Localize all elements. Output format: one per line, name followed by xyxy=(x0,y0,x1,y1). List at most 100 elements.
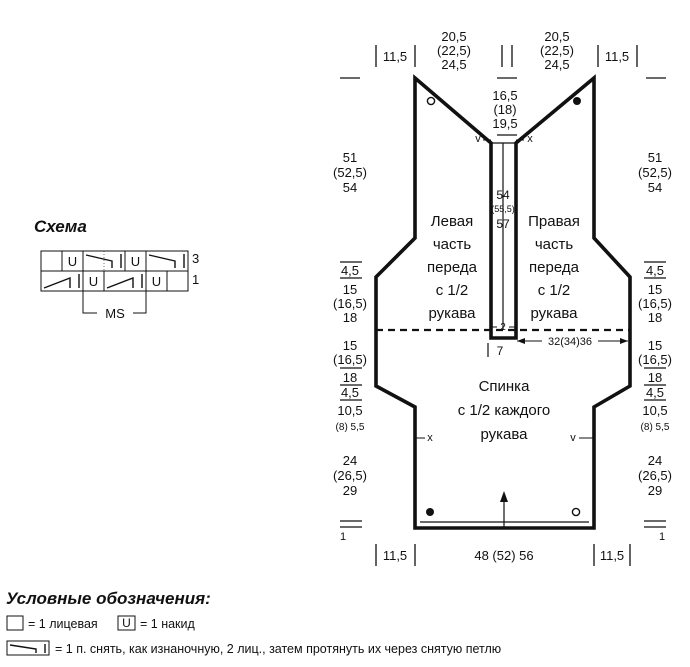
svg-text:Правая: Правая xyxy=(528,213,580,230)
svg-text:29: 29 xyxy=(343,483,357,498)
top-left-edge-label: 11,5 xyxy=(383,49,407,64)
sk2p-symbols-bottom xyxy=(43,274,143,289)
garment-outline xyxy=(374,74,632,530)
sk2p-symbols-top xyxy=(85,254,185,268)
marker-x-bottom: x xyxy=(427,432,433,444)
svg-text:часть: часть xyxy=(433,236,472,253)
shoulder-left-label-1: 20,5 xyxy=(441,29,466,44)
svg-text:29: 29 xyxy=(648,483,662,498)
scheme-row-top xyxy=(61,250,189,272)
svg-text:с 1/2: с 1/2 xyxy=(538,282,571,299)
svg-text:рукава: рукава xyxy=(480,426,528,443)
svg-text:1: 1 xyxy=(659,531,665,543)
shoulder-right-label-1: 20,5 xyxy=(544,29,569,44)
svg-text:(52,5): (52,5) xyxy=(638,165,672,180)
shoulder-left-label-2: (22,5) xyxy=(437,43,471,58)
band-height-label-1: 54 xyxy=(496,188,510,202)
neck-label-1: 16,5 xyxy=(492,88,517,103)
band-height-label-3: 57 xyxy=(496,217,510,231)
svg-text:U: U xyxy=(152,274,161,289)
svg-text:15: 15 xyxy=(343,338,357,353)
svg-text:Спинка: Спинка xyxy=(479,378,531,395)
svg-text:(16,5): (16,5) xyxy=(638,296,672,311)
svg-text:U: U xyxy=(89,274,98,289)
svg-text:(16,5): (16,5) xyxy=(333,296,367,311)
svg-text:4,5: 4,5 xyxy=(646,263,664,278)
svg-text:рукава: рукава xyxy=(530,305,578,322)
band-width-top-label: 2 xyxy=(500,322,506,333)
knit-stitch-icon xyxy=(6,615,24,631)
svg-text:4,5: 4,5 xyxy=(341,385,359,400)
svg-text:(52,5): (52,5) xyxy=(333,165,367,180)
svg-text:24: 24 xyxy=(343,453,357,468)
neck-label-2: (18) xyxy=(493,102,516,117)
markers: v x x v xyxy=(416,96,593,517)
right-side-dimensions: 51 (52,5) 54 4,5 15 (16,5) 18 15 (16,5) … xyxy=(638,150,672,543)
top-right-edge-label: 11,5 xyxy=(605,49,629,64)
svg-text:15: 15 xyxy=(343,282,357,297)
svg-text:48 (52) 56: 48 (52) 56 xyxy=(474,548,533,563)
neck-label-3: 19,5 xyxy=(492,116,517,131)
svg-text:(8) 5,5: (8) 5,5 xyxy=(641,422,670,433)
band-width-bottom-label: 7 xyxy=(497,344,504,358)
right-front-label: Правая часть переда с 1/2 рукава xyxy=(528,213,580,322)
knitting-direction-arrow xyxy=(500,491,508,527)
sleeve-width-arrow: 32(34)36 xyxy=(517,334,628,348)
band-height-label-2: (55,5) xyxy=(491,204,515,214)
svg-text:15: 15 xyxy=(648,338,662,353)
legend: Условные обозначения: = 1 лицевая U = 1 … xyxy=(6,589,501,656)
svg-text:54: 54 xyxy=(343,180,357,195)
svg-text:18: 18 xyxy=(648,370,662,385)
svg-text:1: 1 xyxy=(192,272,199,287)
svg-text:15: 15 xyxy=(648,282,662,297)
left-front-label: Левая часть переда с 1/2 рукава xyxy=(427,213,478,322)
svg-text:U: U xyxy=(68,254,77,269)
svg-text:1: 1 xyxy=(340,531,346,543)
svg-text:(26,5): (26,5) xyxy=(638,468,672,483)
svg-text:U: U xyxy=(122,616,131,630)
svg-text:11,5: 11,5 xyxy=(383,548,407,563)
repeat-label: MS xyxy=(105,306,125,321)
svg-text:18: 18 xyxy=(343,310,357,325)
svg-text:51: 51 xyxy=(343,150,357,165)
marker-v-bottom: v xyxy=(570,432,576,444)
repeat-bracket xyxy=(82,291,147,314)
legend-yarn-over: = 1 накид xyxy=(140,617,196,631)
svg-text:переда: переда xyxy=(427,259,478,276)
svg-text:U: U xyxy=(131,254,140,269)
svg-text:с 1/2: с 1/2 xyxy=(436,282,469,299)
scheme-title: Схема xyxy=(34,217,87,236)
svg-text:(26,5): (26,5) xyxy=(333,468,367,483)
shoulder-left-label-3: 24,5 xyxy=(441,57,466,72)
left-side-dimensions: 51 (52,5) 54 4,5 15 (16,5) 18 15 (16,5) … xyxy=(333,150,367,543)
svg-text:часть: часть xyxy=(535,236,574,253)
svg-text:переда: переда xyxy=(529,259,580,276)
sleeve-width-label: 32(34)36 xyxy=(548,336,592,348)
svg-text:4,5: 4,5 xyxy=(646,385,664,400)
legend-sk2p: = 1 п. снять, как изнаночную, 2 лиц., за… xyxy=(55,642,501,656)
svg-text:51: 51 xyxy=(648,150,662,165)
marker-v-top: v xyxy=(475,133,481,145)
svg-text:рукава: рукава xyxy=(428,305,476,322)
svg-text:54: 54 xyxy=(648,180,662,195)
svg-text:(8) 5,5: (8) 5,5 xyxy=(336,422,365,433)
svg-text:3: 3 xyxy=(192,251,199,266)
svg-text:(16,5): (16,5) xyxy=(638,352,672,367)
svg-text:10,5: 10,5 xyxy=(642,403,667,418)
shoulder-right-label-3: 24,5 xyxy=(544,57,569,72)
svg-text:18: 18 xyxy=(648,310,662,325)
legend-knit: = 1 лицевая xyxy=(28,617,98,631)
bottom-dimensions: 11,5 48 (52) 56 11,5 xyxy=(375,544,631,566)
svg-text:18: 18 xyxy=(343,370,357,385)
stitch-scheme: Схема U U xyxy=(34,217,199,321)
marker-x-top: x xyxy=(527,133,533,145)
svg-text:4,5: 4,5 xyxy=(341,263,359,278)
legend-title: Условные обозначения: xyxy=(6,589,211,608)
yarn-over-icon xyxy=(117,615,136,631)
svg-text:Левая: Левая xyxy=(431,213,473,230)
back-label: Спинка с 1/2 каждого рукава xyxy=(458,378,551,443)
shoulder-right-label-2: (22,5) xyxy=(540,43,574,58)
svg-text:(16,5): (16,5) xyxy=(333,352,367,367)
svg-text:с 1/2 каждого: с 1/2 каждого xyxy=(458,402,551,419)
